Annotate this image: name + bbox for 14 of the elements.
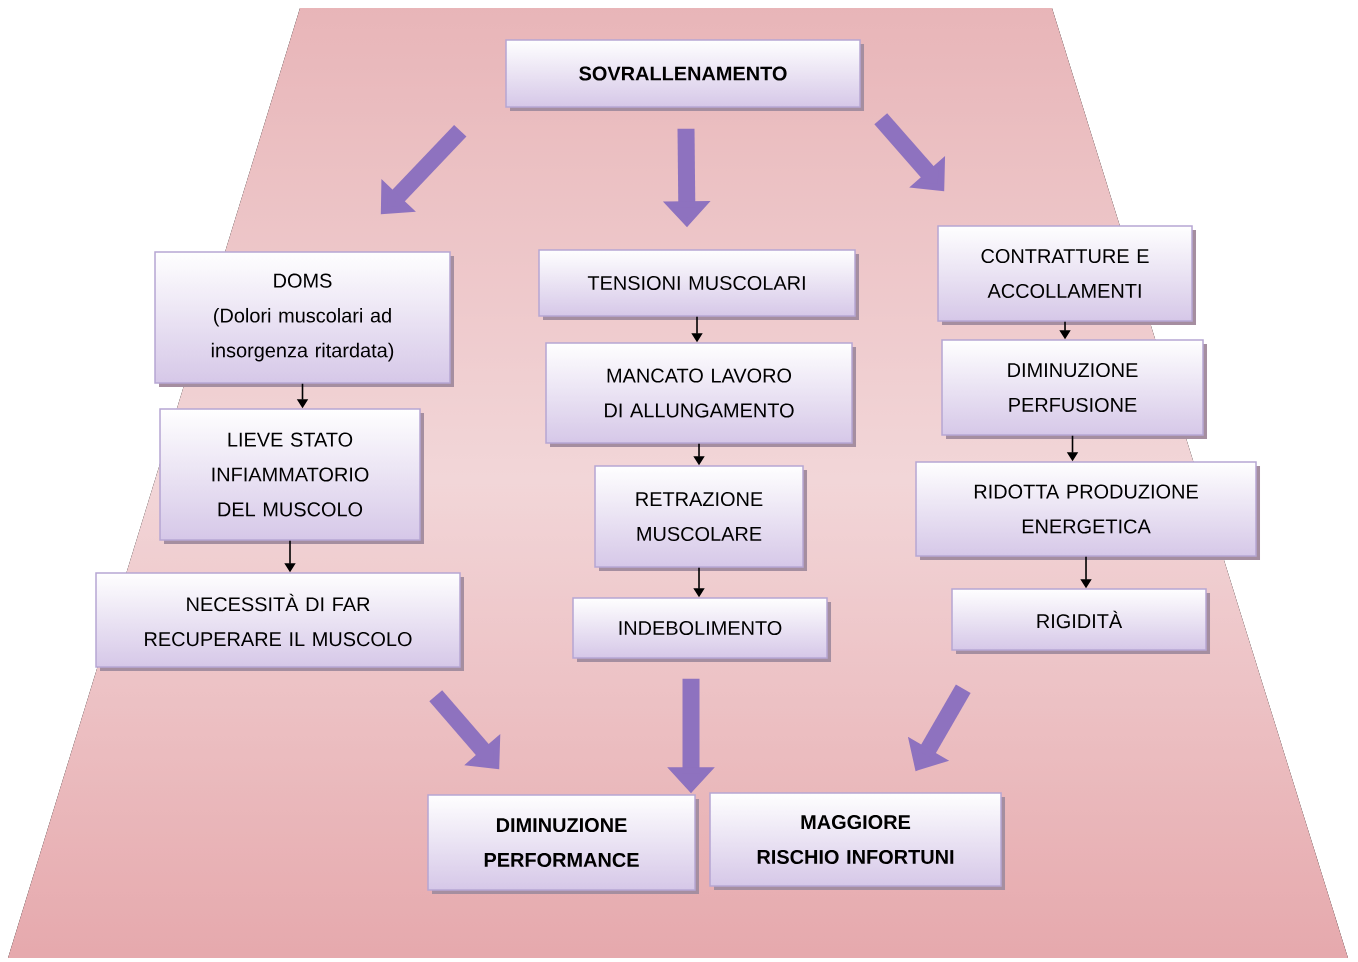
process-box: DIMINUZIONE PERFORMANCE	[427, 794, 699, 894]
process-box: NECESSITÀ DI FAR RECUPERARE IL MUSCOLO	[95, 572, 464, 671]
process-box: DOMS (Dolori muscolari ad insorgenza ritardata)	[154, 251, 454, 387]
process-box: MAGGIORE RISCHIO INFORTUNI	[709, 792, 1005, 890]
process-box: RIDOTTA PRODUZIONE ENERGETICA	[915, 461, 1260, 560]
process-box: TENSIONI MUSCOLARI	[538, 249, 859, 320]
process-box: DIMINUZIONE PERFUSIONE	[941, 339, 1207, 439]
process-box: MANCATO LAVORO DI ALLUNGAMENTO	[545, 342, 856, 447]
process-box: INDEBOLIMENTO	[572, 597, 831, 662]
process-box: RETRAZIONE MUSCOLARE	[594, 465, 807, 571]
process-box: CONTRATTURE E ACCOLLAMENTI	[937, 225, 1196, 325]
process-box: LIEVE STATO INFIAMMATORIO DEL MUSCOLO	[159, 408, 424, 544]
process-box: SOVRALLENAMENTO	[505, 39, 864, 111]
process-box: RIGIDITÀ	[951, 588, 1210, 654]
